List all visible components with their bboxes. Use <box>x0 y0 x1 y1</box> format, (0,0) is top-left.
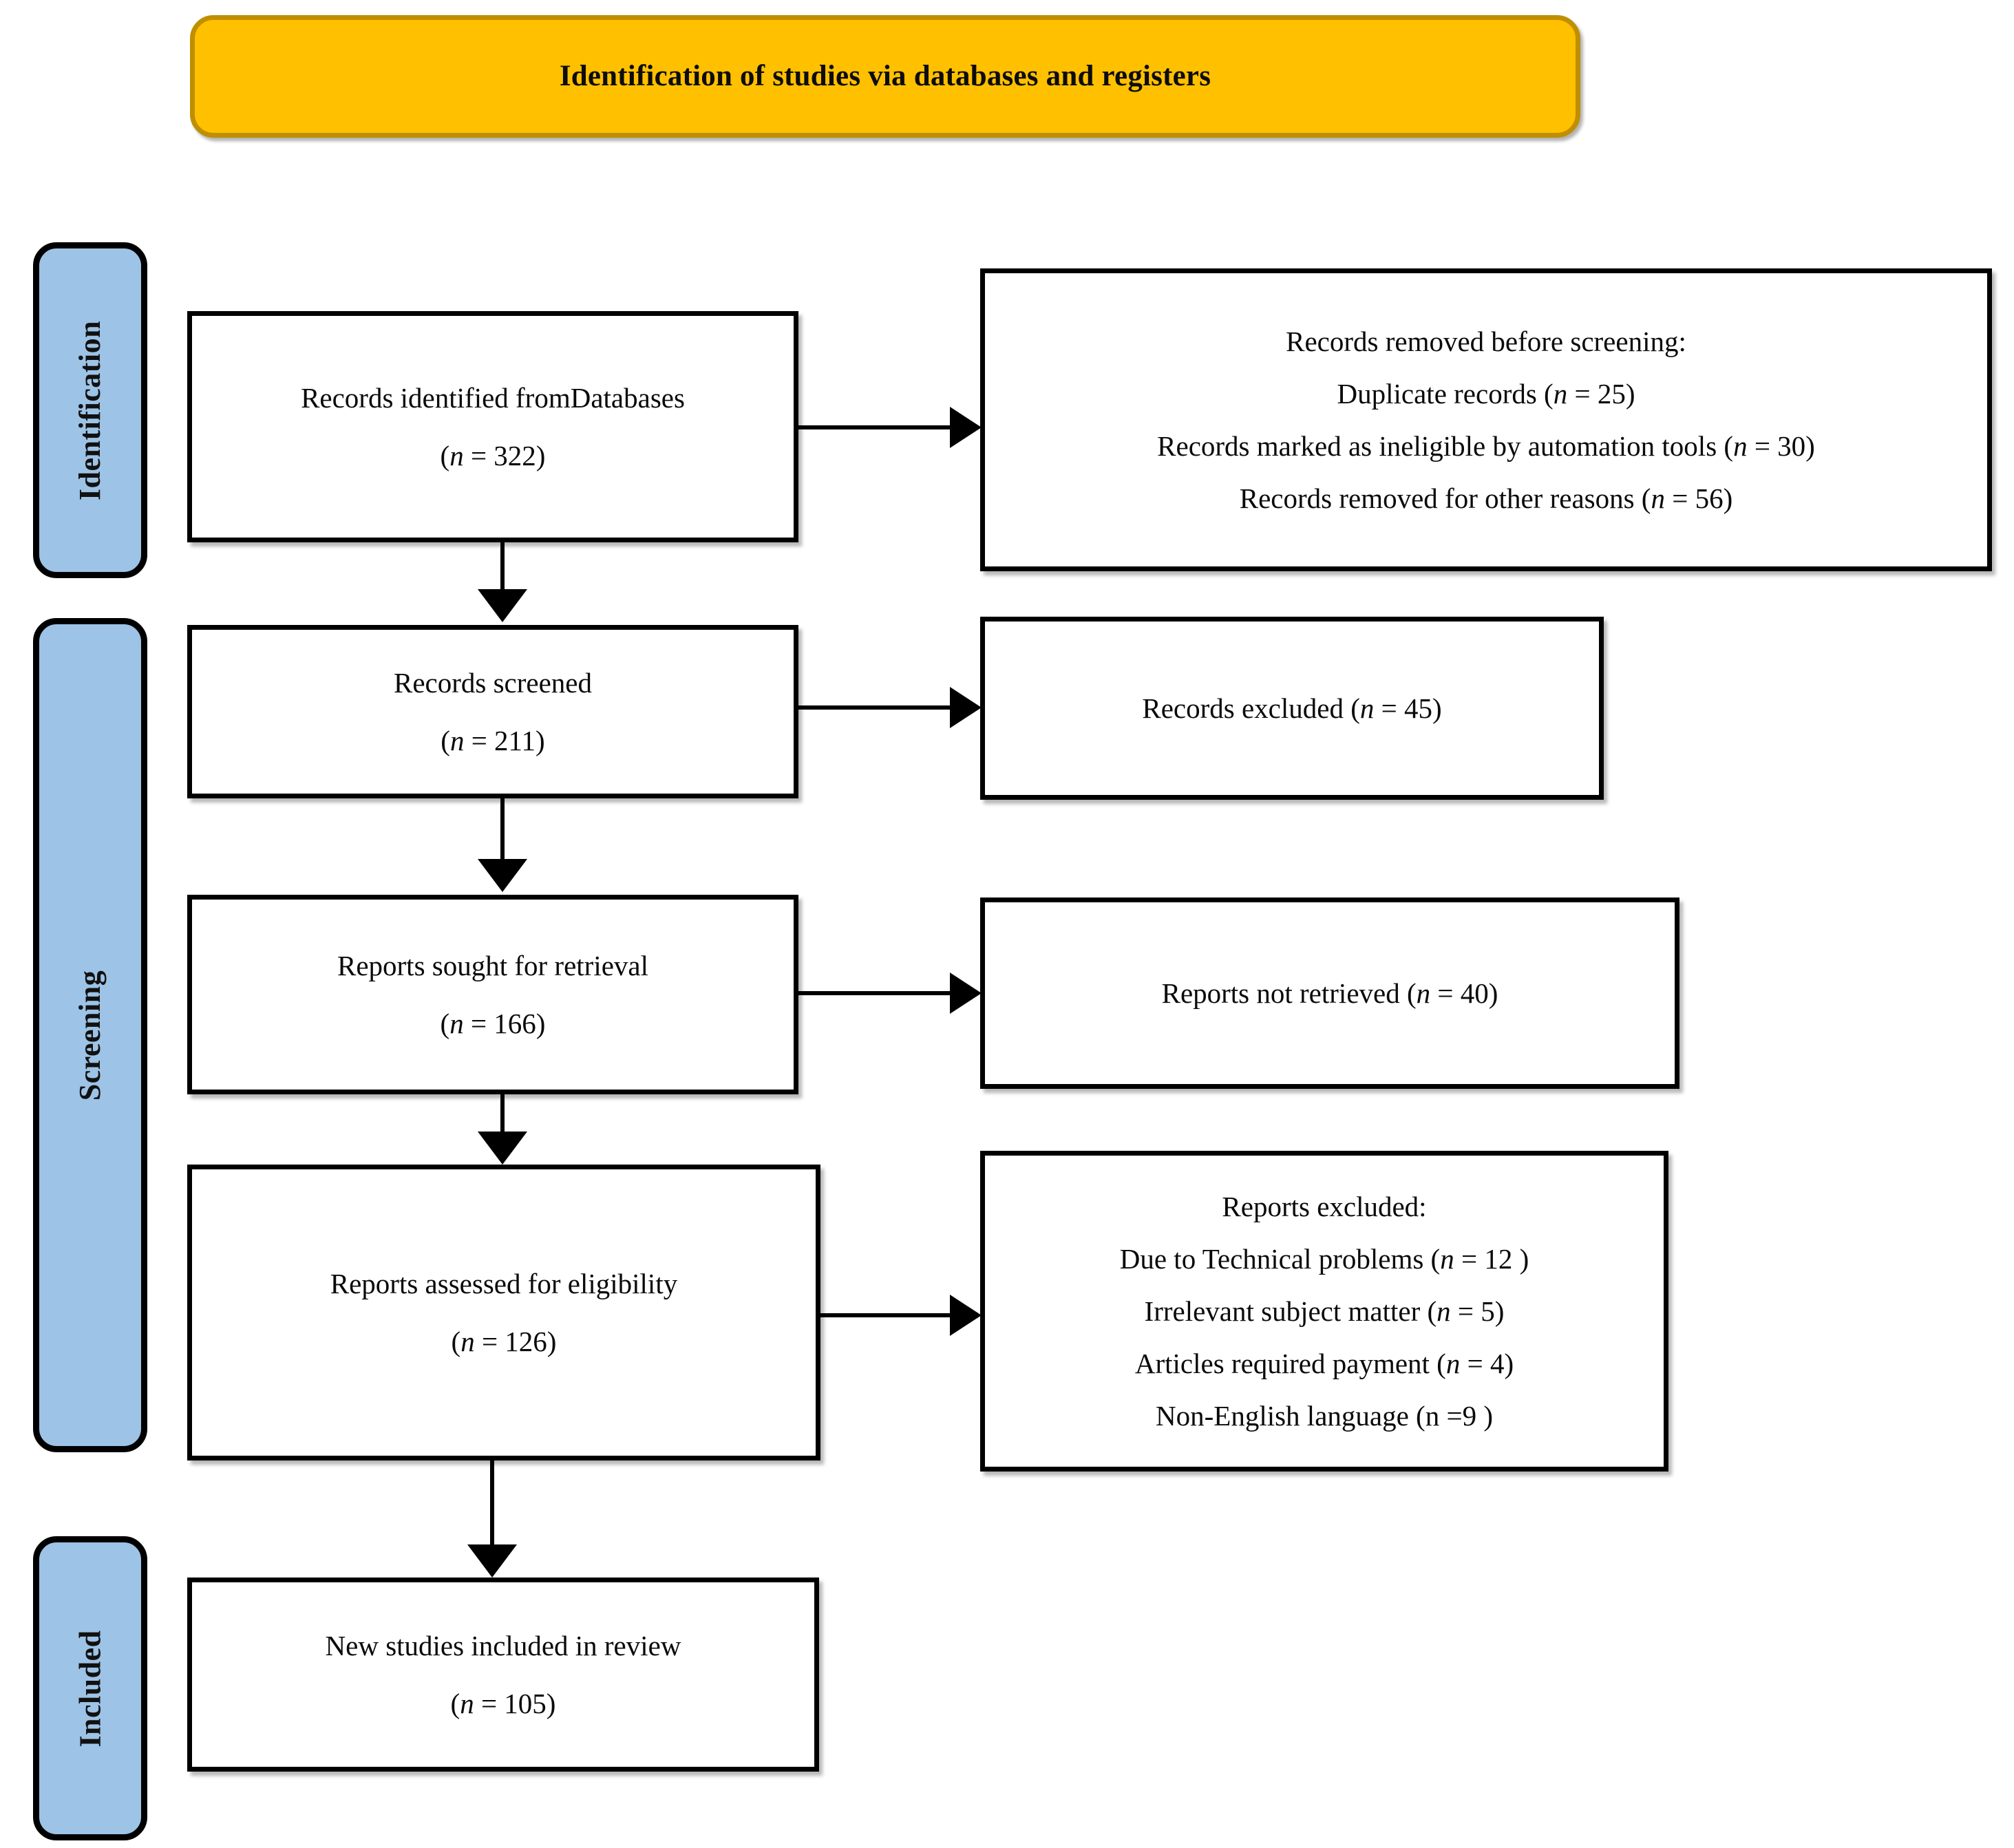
box-reports-excluded: Reports excluded: Due to Technical probl… <box>980 1151 1668 1472</box>
box-records-removed-item-automation: Records marked as ineligible by automati… <box>1157 430 1815 462</box>
stage-label-screening: Screening <box>33 618 147 1452</box>
box-records-removed-item-duplicate: Duplicate records (n = 25) <box>1337 377 1635 410</box>
arrow-head-down-icon <box>478 589 527 622</box>
arrow-shaft <box>500 798 505 862</box>
box-reports-not-retrieved: Reports not retrieved (n = 40) <box>980 898 1679 1089</box>
arrow-shaft <box>798 991 953 995</box>
stage-label-screening-text: Screening <box>73 970 107 1101</box>
box-reports-assessed: Reports assessed for eligibility (n = 12… <box>187 1165 820 1461</box>
stage-label-identification: Identification <box>33 242 147 578</box>
box-records-identified: Records identified fromDatabases (n = 32… <box>187 311 798 542</box>
box-reports-excluded-heading: Reports excluded: <box>1222 1190 1427 1222</box>
box-reports-excluded-item-technical: Due to Technical problems (n = 12 ) <box>1119 1242 1529 1275</box>
arrow-shaft <box>490 1461 494 1549</box>
arrow-shaft <box>798 705 953 710</box>
box-reports-excluded-item-language: Non-English language (n =9 ) <box>1156 1400 1493 1432</box>
arrow-shaft <box>798 425 953 429</box>
stage-label-identification-text: Identification <box>73 320 107 500</box>
box-records-identified-count: (n = 322) <box>440 440 546 471</box>
arrow-head-down-icon <box>478 859 527 892</box>
box-records-excluded: Records excluded (n = 45) <box>980 617 1604 800</box>
box-reports-sought-count: (n = 166) <box>440 1008 546 1039</box>
arrow-head-right-icon <box>950 973 982 1014</box>
box-records-removed-item-other: Records removed for other reasons (n = 5… <box>1239 482 1733 515</box>
box-records-identified-label: Records identified fromDatabases <box>301 381 685 414</box>
arrow-head-right-icon <box>950 1295 982 1336</box>
arrow-shaft <box>500 1094 505 1140</box>
diagram-title-banner: Identification of studies via databases … <box>190 15 1580 138</box>
box-reports-assessed-label: Reports assessed for eligibility <box>330 1267 678 1299</box>
box-reports-assessed-count: (n = 126) <box>451 1326 557 1357</box>
box-reports-sought: Reports sought for retrieval (n = 166) <box>187 895 798 1094</box>
box-new-studies-included-count: (n = 105) <box>450 1688 556 1719</box>
arrow-head-right-icon <box>950 687 982 728</box>
box-records-excluded-label: Records excluded (n = 45) <box>1142 692 1442 724</box>
stage-label-included-text: Included <box>73 1629 107 1748</box>
box-reports-excluded-item-irrelevant: Irrelevant subject matter (n = 5) <box>1144 1295 1505 1327</box>
box-reports-sought-label: Reports sought for retrieval <box>337 949 649 981</box>
arrow-head-right-icon <box>950 407 982 448</box>
box-new-studies-included: New studies included in review (n = 105) <box>187 1578 819 1772</box>
arrow-head-down-icon <box>467 1544 517 1578</box>
arrow-head-down-icon <box>478 1132 527 1165</box>
box-records-removed-heading: Records removed before screening: <box>1286 325 1686 357</box>
box-reports-excluded-item-payment: Articles required payment (n = 4) <box>1134 1348 1514 1380</box>
arrow-shaft <box>500 542 505 592</box>
page-title: Identification of studies via databases … <box>559 60 1211 93</box>
stage-label-included: Included <box>33 1536 147 1840</box>
arrow-shaft <box>820 1313 953 1317</box>
box-records-screened: Records screened (n = 211) <box>187 625 798 798</box>
box-records-screened-label: Records screened <box>393 666 592 699</box>
box-new-studies-included-label: New studies included in review <box>325 1629 681 1661</box>
box-records-removed: Records removed before screening: Duplic… <box>980 268 1992 571</box>
box-records-screened-count: (n = 211) <box>441 725 545 756</box>
box-reports-not-retrieved-label: Reports not retrieved (n = 40) <box>1161 977 1498 1009</box>
